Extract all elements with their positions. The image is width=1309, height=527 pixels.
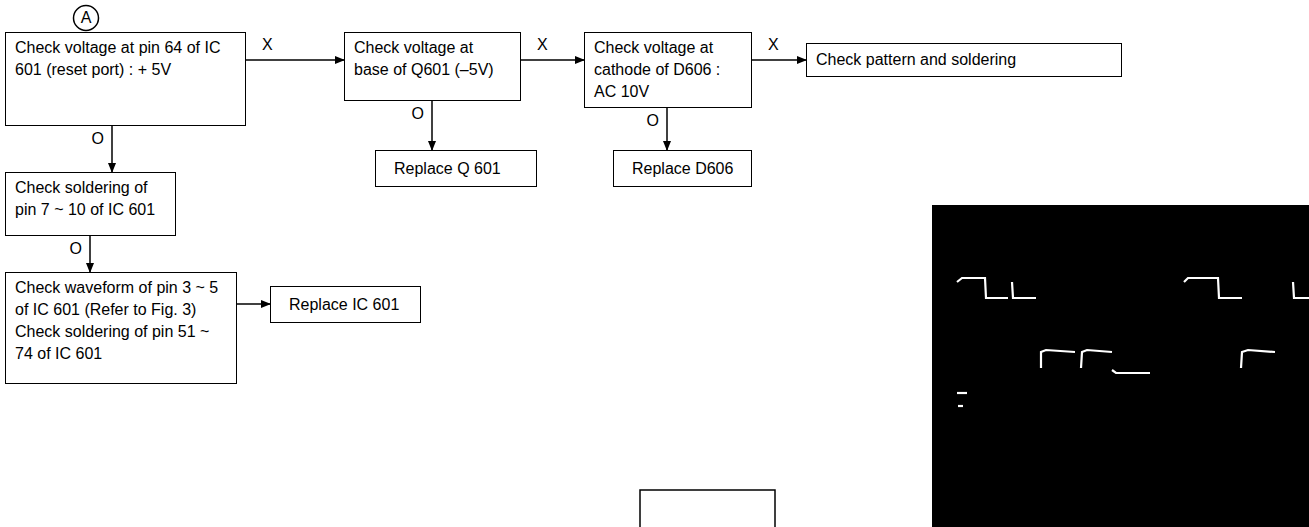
branch-label: X (535, 36, 550, 54)
flow-arrow (89, 236, 91, 272)
oscilloscope-screen (932, 205, 1309, 527)
connector-letter: A (81, 7, 92, 29)
flow-arrow (666, 108, 668, 150)
branch-label: O (410, 105, 426, 123)
empty-box (640, 490, 775, 527)
box-text: Check voltage at pin 64 of IC 601 (reset… (15, 37, 237, 81)
box-text: Replace D606 (632, 158, 733, 180)
box-text: Check waveform of pin 3 ~ 5 of IC 601 (R… (15, 277, 228, 365)
branch-label: X (766, 36, 781, 54)
box-text: Check voltage at cathode of D606 : AC 10… (594, 37, 743, 103)
branch-label: O (68, 240, 84, 258)
box-text: Check soldering of pin 7 ~ 10 of IC 601 (15, 177, 167, 221)
box-text: Replace IC 601 (289, 294, 399, 316)
flow-arrow (752, 59, 806, 61)
process-box: Replace Q 601 (375, 150, 537, 187)
connector-circle: A (72, 4, 100, 32)
flow-arrow (111, 126, 113, 172)
process-box: Replace IC 601 (270, 286, 421, 323)
process-box: Check voltage at pin 64 of IC 601 (reset… (5, 32, 246, 126)
box-text: Check voltage at base of Q601 (–5V) (354, 37, 512, 81)
flow-arrow (521, 59, 584, 61)
flow-arrow (431, 101, 433, 150)
box-text: Replace Q 601 (394, 158, 501, 180)
branch-label: X (260, 36, 275, 54)
process-box: Replace D606 (613, 150, 752, 187)
process-box: Check voltage at cathode of D606 : AC 10… (584, 32, 752, 108)
process-box: Check voltage at base of Q601 (–5V) (344, 32, 521, 101)
flow-arrow (237, 303, 270, 305)
branch-label: O (645, 112, 661, 130)
process-box: Check pattern and soldering (806, 43, 1122, 77)
box-text: Check pattern and soldering (816, 49, 1016, 71)
process-box: Check soldering of pin 7 ~ 10 of IC 601 (5, 172, 176, 236)
flow-arrow (246, 59, 344, 61)
branch-label: O (90, 130, 106, 148)
process-box: Check waveform of pin 3 ~ 5 of IC 601 (R… (5, 272, 237, 384)
